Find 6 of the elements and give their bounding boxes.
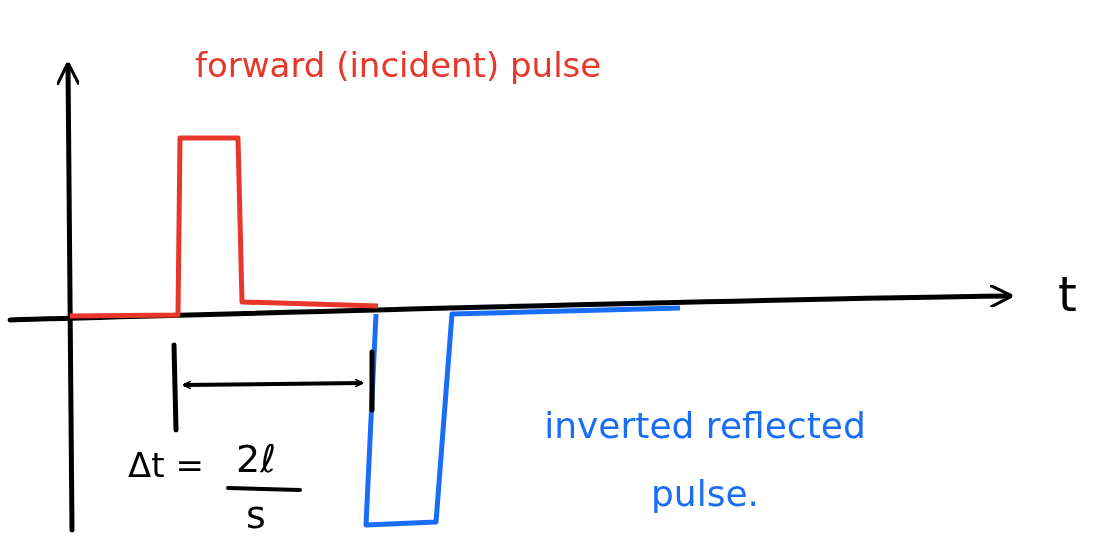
formula-text: Δt = — [128, 448, 204, 482]
formula-numerator: 2ℓ — [236, 440, 276, 478]
axis-label: t — [1058, 270, 1077, 318]
pulse-label: forward (incident) pulse — [195, 48, 602, 82]
pulse-label: inverted reflected pulse. — [543, 404, 867, 517]
formula-denominator: s — [246, 496, 266, 534]
